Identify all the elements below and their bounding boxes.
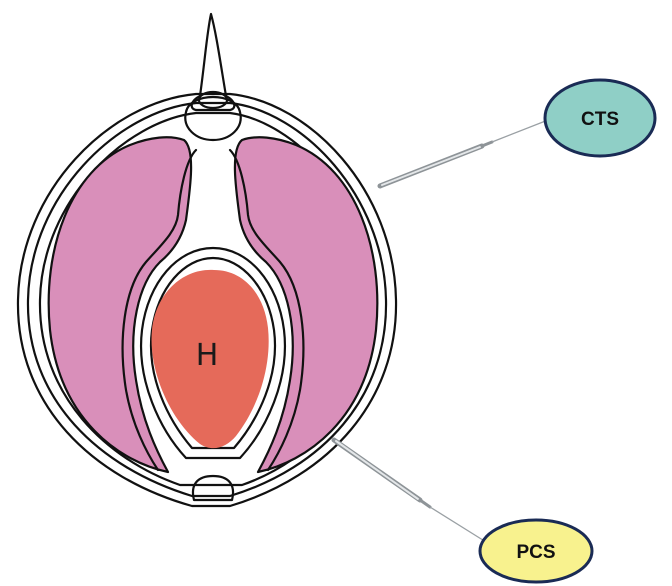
pcs-callout: PCS	[480, 520, 592, 582]
cts-callout: CTS	[545, 80, 655, 156]
pcs-label: PCS	[516, 542, 555, 563]
cts-needle	[380, 120, 548, 186]
pcs-pointer-line	[430, 507, 486, 542]
cts-label: CTS	[581, 109, 619, 130]
heart-label: H	[196, 338, 219, 373]
pcs-needle	[334, 440, 486, 542]
cts-pointer-line	[492, 120, 548, 142]
spinous-process	[192, 14, 235, 110]
